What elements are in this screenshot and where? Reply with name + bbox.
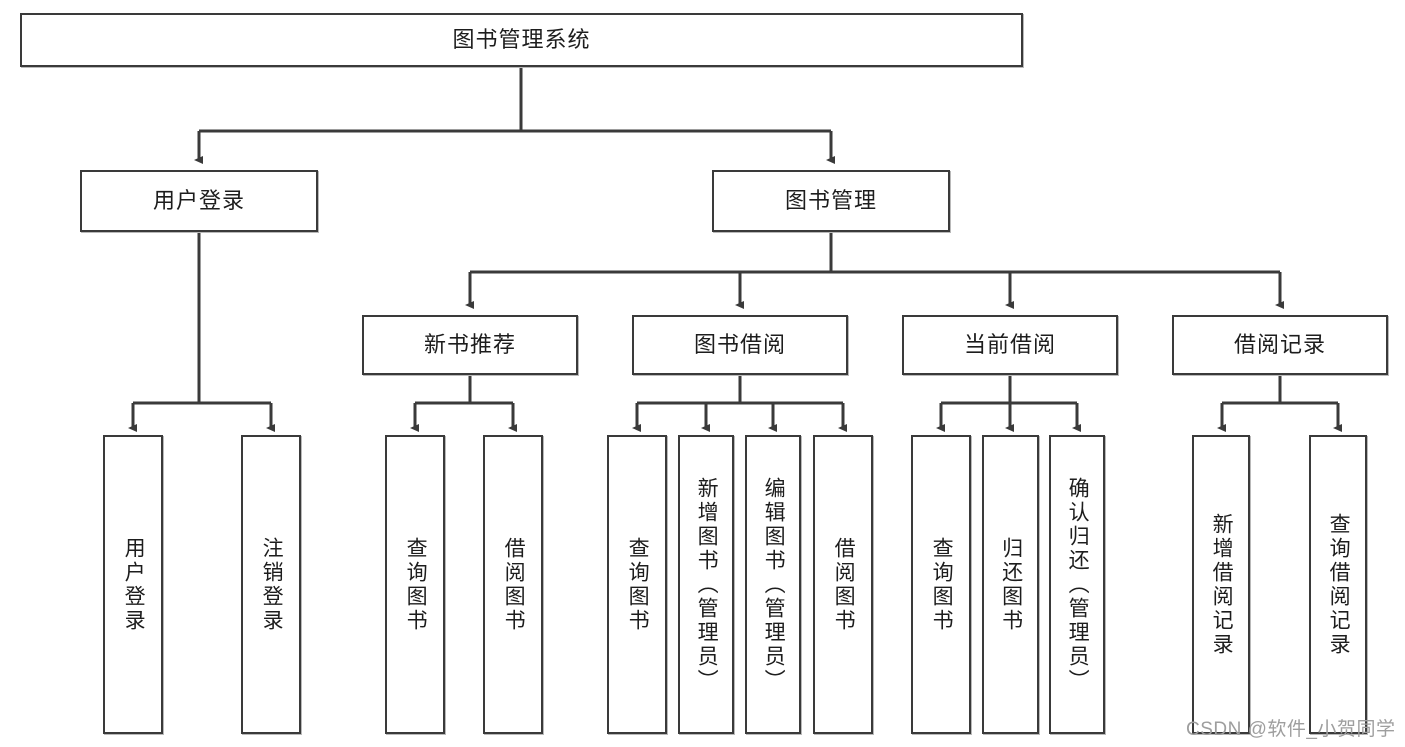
node-leaf-borrow-book-2[interactable]: 借阅图书 [813, 435, 873, 734]
node-leaf-query-book-1[interactable]: 查询图书 [385, 435, 445, 734]
node-new-book-recommend-label: 新书推荐 [423, 332, 516, 358]
node-book-borrow-label: 图书借阅 [693, 332, 786, 358]
node-leaf-query-book-2[interactable]: 查询图书 [607, 435, 667, 734]
node-leaf-borrow-book-2-label: 借阅图书 [832, 536, 856, 633]
node-leaf-edit-book-label: 编辑图书（管理员） [762, 476, 786, 693]
node-leaf-query-book-3[interactable]: 查询图书 [911, 435, 971, 734]
csdn-watermark: CSDN @软件_小贺同学 [1186, 719, 1396, 740]
node-leaf-add-record-label: 新增借阅记录 [1210, 512, 1234, 657]
node-book-borrow[interactable]: 图书借阅 [632, 315, 848, 375]
node-current-borrow[interactable]: 当前借阅 [902, 315, 1118, 375]
node-leaf-add-book-label: 新增图书（管理员） [695, 476, 719, 693]
node-leaf-query-book-2-label: 查询图书 [626, 536, 650, 633]
node-leaf-borrow-book-1-label: 借阅图书 [502, 536, 526, 633]
node-leaf-logout-label: 注销登录 [260, 536, 284, 633]
node-leaf-return-book-label: 归还图书 [999, 536, 1023, 633]
node-root-label: 图书管理系统 [452, 27, 591, 53]
node-leaf-confirm-return-label: 确认归还（管理员） [1066, 476, 1090, 693]
node-book-manage[interactable]: 图书管理 [712, 170, 950, 232]
node-leaf-edit-book[interactable]: 编辑图书（管理员） [745, 435, 801, 734]
node-leaf-query-book-1-label: 查询图书 [404, 536, 428, 633]
node-leaf-add-book[interactable]: 新增图书（管理员） [678, 435, 734, 734]
node-leaf-user-login-label: 用户登录 [122, 536, 146, 633]
node-current-borrow-label: 当前借阅 [963, 332, 1056, 358]
node-leaf-borrow-book-1[interactable]: 借阅图书 [483, 435, 543, 734]
node-borrow-record-label: 借阅记录 [1233, 332, 1326, 358]
node-book-manage-label: 图书管理 [784, 188, 877, 214]
node-leaf-query-record[interactable]: 查询借阅记录 [1309, 435, 1367, 734]
node-leaf-query-book-3-label: 查询图书 [930, 536, 954, 633]
node-leaf-add-record[interactable]: 新增借阅记录 [1192, 435, 1250, 734]
node-leaf-return-book[interactable]: 归还图书 [982, 435, 1039, 734]
node-user-login[interactable]: 用户登录 [80, 170, 318, 232]
node-leaf-logout[interactable]: 注销登录 [241, 435, 301, 734]
node-leaf-query-record-label: 查询借阅记录 [1327, 512, 1351, 657]
node-new-book-recommend[interactable]: 新书推荐 [362, 315, 578, 375]
node-leaf-confirm-return[interactable]: 确认归还（管理员） [1049, 435, 1105, 734]
node-root[interactable]: 图书管理系统 [20, 13, 1023, 67]
node-user-login-label: 用户登录 [152, 188, 245, 214]
node-borrow-record[interactable]: 借阅记录 [1172, 315, 1388, 375]
node-leaf-user-login[interactable]: 用户登录 [103, 435, 163, 734]
